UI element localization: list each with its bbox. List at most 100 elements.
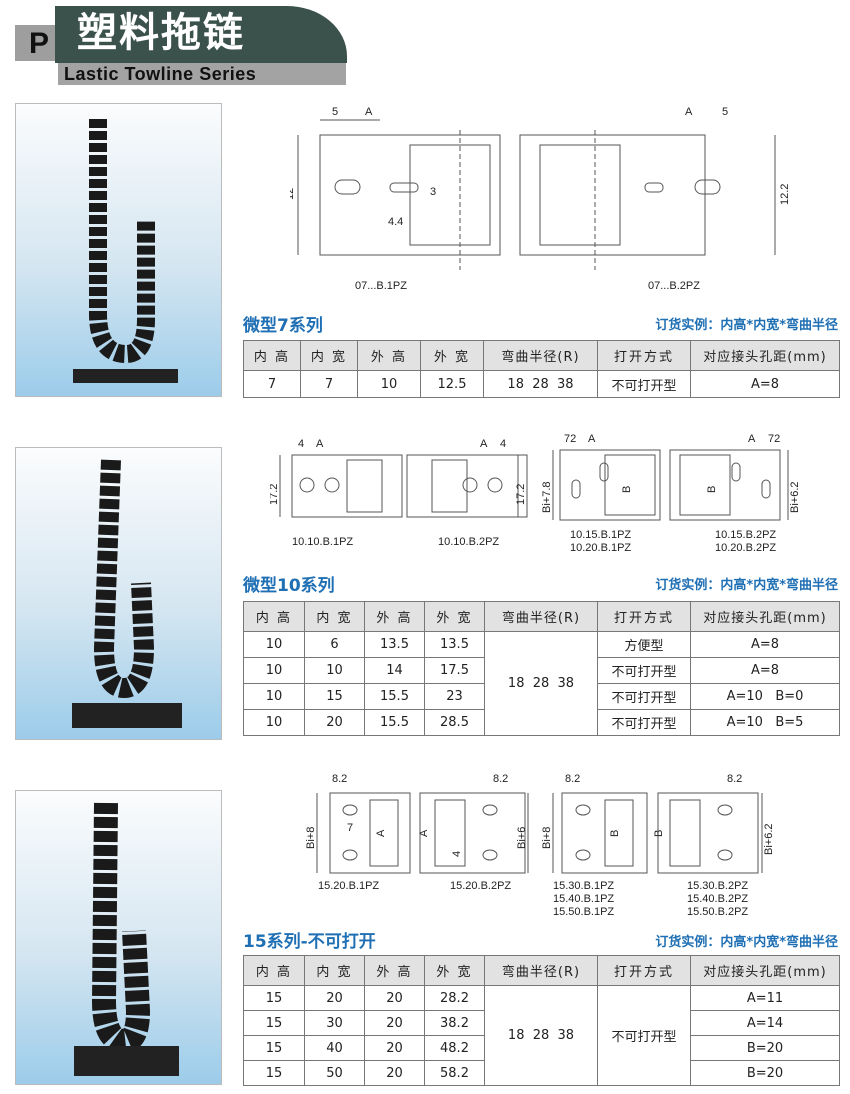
dim-bi: Bi+7.8 <box>541 482 553 514</box>
col-header: 打开方式 <box>597 601 691 632</box>
dim-a: A <box>418 829 430 837</box>
table-cell: A=8 <box>690 631 840 658</box>
dim-8-2: 8.2 <box>332 773 347 785</box>
table-cell: 18 28 38 <box>484 631 598 736</box>
col-header: 内 宽 <box>304 955 365 986</box>
table-cell: 7 <box>243 370 301 398</box>
col-header: 内 高 <box>243 955 305 986</box>
part-label: 10.15.B.2PZ <box>715 529 776 541</box>
col-header: 打开方式 <box>597 340 691 371</box>
dim-a: A <box>316 438 324 450</box>
dim-height: 17.2 <box>515 484 527 505</box>
table-cell: 不可打开型 <box>597 657 691 684</box>
dim-4-4: 4.4 <box>388 216 403 228</box>
order-example: 订货实例：内高*内宽*弯曲半径 <box>655 578 838 593</box>
part-label: 10.20.B.1PZ <box>570 542 631 554</box>
table-cell: 不可打开型 <box>597 985 691 1086</box>
part-label: 10.10.B.1PZ <box>292 536 353 548</box>
dim-3: 3 <box>430 186 436 198</box>
dim-a: A <box>588 433 596 445</box>
table-header-row: 内 高内 宽外 高外 宽弯曲半径(R)打开方式对应接头孔距(mm) <box>243 601 840 632</box>
dim-5: 5 <box>722 106 728 118</box>
table-cell: 15 <box>243 1035 305 1061</box>
dim-5: 5 <box>332 106 338 118</box>
dim-height: 12.2 <box>779 184 790 205</box>
dim-a: A <box>685 106 693 118</box>
drag-chain-image <box>72 459 182 728</box>
col-header: 内 高 <box>243 340 301 371</box>
product-photo-15 <box>15 790 222 1085</box>
part-label: 15.20.B.2PZ <box>450 880 511 892</box>
dim-8-2: 8.2 <box>565 773 580 785</box>
table-cell: 方便型 <box>597 631 691 658</box>
part-label: 15.50.B.1PZ <box>553 906 614 918</box>
table-cell: 20 <box>304 709 365 736</box>
part-label: 07...B.2PZ <box>648 280 700 292</box>
dim-a: A <box>365 106 373 118</box>
dim-bi: Bi+6.2 <box>789 482 800 514</box>
dim-a: A <box>480 438 488 450</box>
table-cell: 13.5 <box>364 631 425 658</box>
section-title: 微型10系列 <box>243 576 335 596</box>
table-cell: 28.5 <box>424 709 485 736</box>
table-cell: A=11 <box>690 985 840 1011</box>
dim-7: 7 <box>347 822 353 834</box>
col-header: 打开方式 <box>597 955 691 986</box>
dim-bi: Bi+6.2 <box>763 824 775 856</box>
part-label: 10.15.B.1PZ <box>570 529 631 541</box>
dim-a: A <box>375 829 387 837</box>
part-label: 15.50.B.2PZ <box>687 906 748 918</box>
table-cell: B=20 <box>690 1035 840 1061</box>
product-photo-7 <box>15 103 222 397</box>
header-letter: P <box>15 25 57 61</box>
table-cell: A=14 <box>690 1010 840 1036</box>
dim-b: B <box>706 486 718 493</box>
table-cell: 12.5 <box>420 370 484 398</box>
table-cell: 不可打开型 <box>597 709 691 736</box>
dim-b: B <box>653 830 665 837</box>
dim-4: 4 <box>451 851 463 857</box>
dim-bi: Bi+6 <box>516 827 528 849</box>
table-cell: 48.2 <box>424 1035 485 1061</box>
part-label: 15.40.B.2PZ <box>687 893 748 905</box>
table-cell: 20 <box>364 985 425 1011</box>
table-cell: 28.2 <box>424 985 485 1011</box>
part-label: 10.10.B.2PZ <box>438 536 499 548</box>
dim-a: A <box>748 433 756 445</box>
table-cell: 40 <box>304 1035 365 1061</box>
table-cell: 14 <box>364 657 425 684</box>
col-header: 弯曲半径(R) <box>484 955 598 986</box>
table-cell: 18 28 38 <box>483 370 598 398</box>
table-cell: B=20 <box>690 1060 840 1086</box>
table-cell: 10 <box>243 631 305 658</box>
col-header: 弯曲半径(R) <box>484 601 598 632</box>
table-cell: 20 <box>364 1010 425 1036</box>
section-title: 15系列-不可打开 <box>243 932 376 952</box>
dim-4: 4 <box>298 438 304 450</box>
part-label: 15.20.B.1PZ <box>318 880 379 892</box>
section-title: 微型7系列 <box>243 316 323 336</box>
table-cell: A=8 <box>690 657 840 684</box>
table-cell: 17.5 <box>424 657 485 684</box>
table-header-row: 内 高内 宽外 高外 宽弯曲半径(R)打开方式对应接头孔距(mm) <box>243 955 840 986</box>
table-cell: 15.5 <box>364 709 425 736</box>
table-cell: 20 <box>364 1035 425 1061</box>
part-label: 07...B.1PZ <box>355 280 407 292</box>
table-cell: 10 <box>357 370 421 398</box>
col-header: 内 宽 <box>304 601 365 632</box>
order-example: 订货实例：内高*内宽*弯曲半径 <box>655 935 838 950</box>
table-cell: 30 <box>304 1010 365 1036</box>
header-title-cn: 塑料拖链 <box>55 6 347 63</box>
table-cell: 15 <box>243 1060 305 1086</box>
col-header: 内 高 <box>243 601 305 632</box>
order-example: 订货实例：内高*内宽*弯曲半径 <box>655 318 838 333</box>
table-cell: 15.5 <box>364 683 425 710</box>
table-cell: A=8 <box>690 370 840 398</box>
table-cell: 13.5 <box>424 631 485 658</box>
